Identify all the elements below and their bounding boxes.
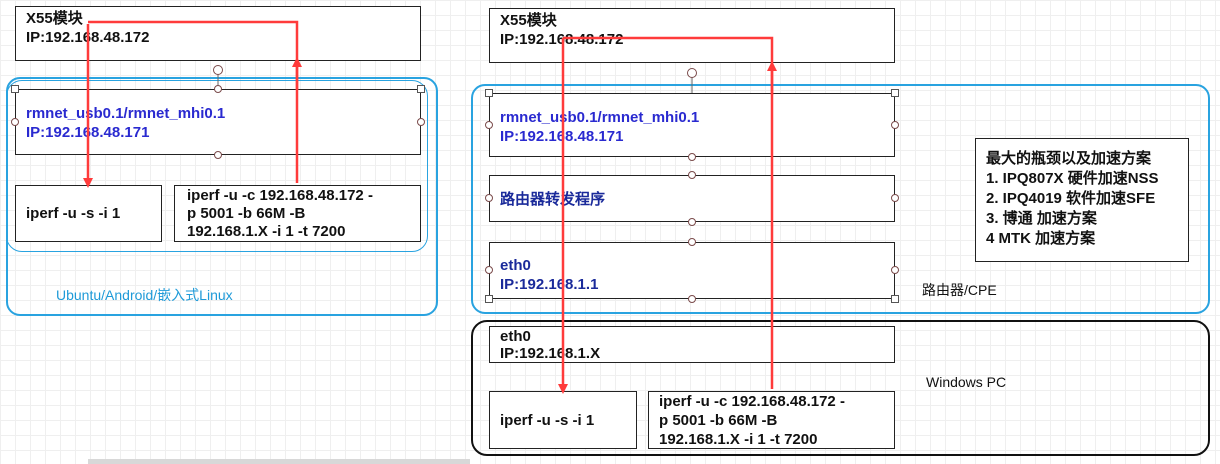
acceleration-note-item: 1. IPQ807X 硬件加速NSS: [986, 170, 1159, 187]
right-rmnet-interface-ip: IP:192.168.48.171: [500, 128, 624, 145]
pc-eth0-box[interactable]: eth0 IP:192.168.1.X: [489, 326, 895, 363]
right-uplink-arrow: [563, 36, 774, 389]
left-x55-module-title: X55模块: [26, 10, 83, 27]
linux-host-region: [6, 77, 438, 316]
acceleration-notes-title: 最大的瓶颈以及加速方案: [986, 150, 1152, 167]
right-iperf-server-box[interactable]: iperf -u -s -i 1: [489, 391, 637, 449]
left-iperf-client-line1: iperf -u -c 192.168.48.172 -: [187, 187, 373, 204]
right-iperf-client-line3: 192.168.1.X -i 1 -t 7200: [659, 431, 818, 448]
acceleration-note-item: 3. 博通 加速方案: [986, 210, 1097, 227]
left-rmnet-interface-name: rmnet_usb0.1/rmnet_mhi0.1: [26, 105, 226, 122]
left-iperf-client-line2: p 5001 -b 66M -B: [187, 205, 306, 222]
right-rmnet-interface-name: rmnet_usb0.1/rmnet_mhi0.1: [500, 109, 700, 126]
windows-pc-label: Windows PC: [926, 374, 1007, 390]
left-iperf-server-cmd: iperf -u -s -i 1: [26, 205, 121, 222]
right-x55-module-title: X55模块: [500, 12, 557, 29]
left-rmnet-interface-box[interactable]: rmnet_usb0.1/rmnet_mhi0.1 IP:192.168.48.…: [15, 89, 421, 155]
left-x55-module-box[interactable]: X55模块 IP:192.168.48.172: [15, 6, 421, 61]
right-iperf-client-line1: iperf -u -c 192.168.48.172 -: [659, 393, 845, 410]
left-iperf-client-box[interactable]: iperf -u -c 192.168.48.172 - p 5001 -b 6…: [174, 185, 421, 242]
right-selection-handles: [485, 68, 899, 303]
pc-eth0-name: eth0: [500, 328, 531, 345]
router-label: 路由器/CPE: [922, 282, 997, 298]
right-x55-module-box[interactable]: X55模块 IP:192.168.48.172: [489, 8, 895, 63]
acceleration-note-item: 2. IPQ4019 软件加速SFE: [986, 190, 1156, 207]
right-rmnet-interface-box[interactable]: rmnet_usb0.1/rmnet_mhi0.1 IP:192.168.48.…: [489, 93, 895, 157]
router-region: [471, 84, 1210, 314]
acceleration-notes-box[interactable]: 最大的瓶颈以及加速方案 1. IPQ807X 硬件加速NSS 2. IPQ401…: [975, 138, 1189, 262]
router-forwarder-label: 路由器转发程序: [500, 191, 606, 208]
left-iperf-client-line3: 192.168.1.X -i 1 -t 7200: [187, 223, 346, 240]
horizontal-scrollbar[interactable]: [88, 459, 470, 464]
windows-pc-region: [471, 320, 1210, 456]
right-iperf-server-cmd: iperf -u -s -i 1: [500, 412, 595, 429]
router-eth0-box[interactable]: eth0 IP:192.168.1.1: [489, 242, 895, 299]
acceleration-note-item: 4 MTK 加速方案: [986, 230, 1096, 247]
linux-host-label: Ubuntu/Android/嵌入式Linux: [56, 287, 233, 303]
pc-eth0-ip: IP:192.168.1.X: [500, 345, 601, 362]
right-iperf-client-line2: p 5001 -b 66M -B: [659, 412, 778, 429]
router-eth0-ip: IP:192.168.1.1: [500, 276, 599, 293]
right-iperf-client-box[interactable]: iperf -u -c 192.168.48.172 - p 5001 -b 6…: [648, 391, 895, 449]
router-eth0-name: eth0: [500, 257, 531, 274]
left-uplink-arrow: [88, 20, 299, 183]
right-x55-module-ip: IP:192.168.48.172: [500, 31, 624, 48]
left-selection-handles: [11, 65, 425, 159]
linux-host-inner-region: [6, 80, 428, 252]
